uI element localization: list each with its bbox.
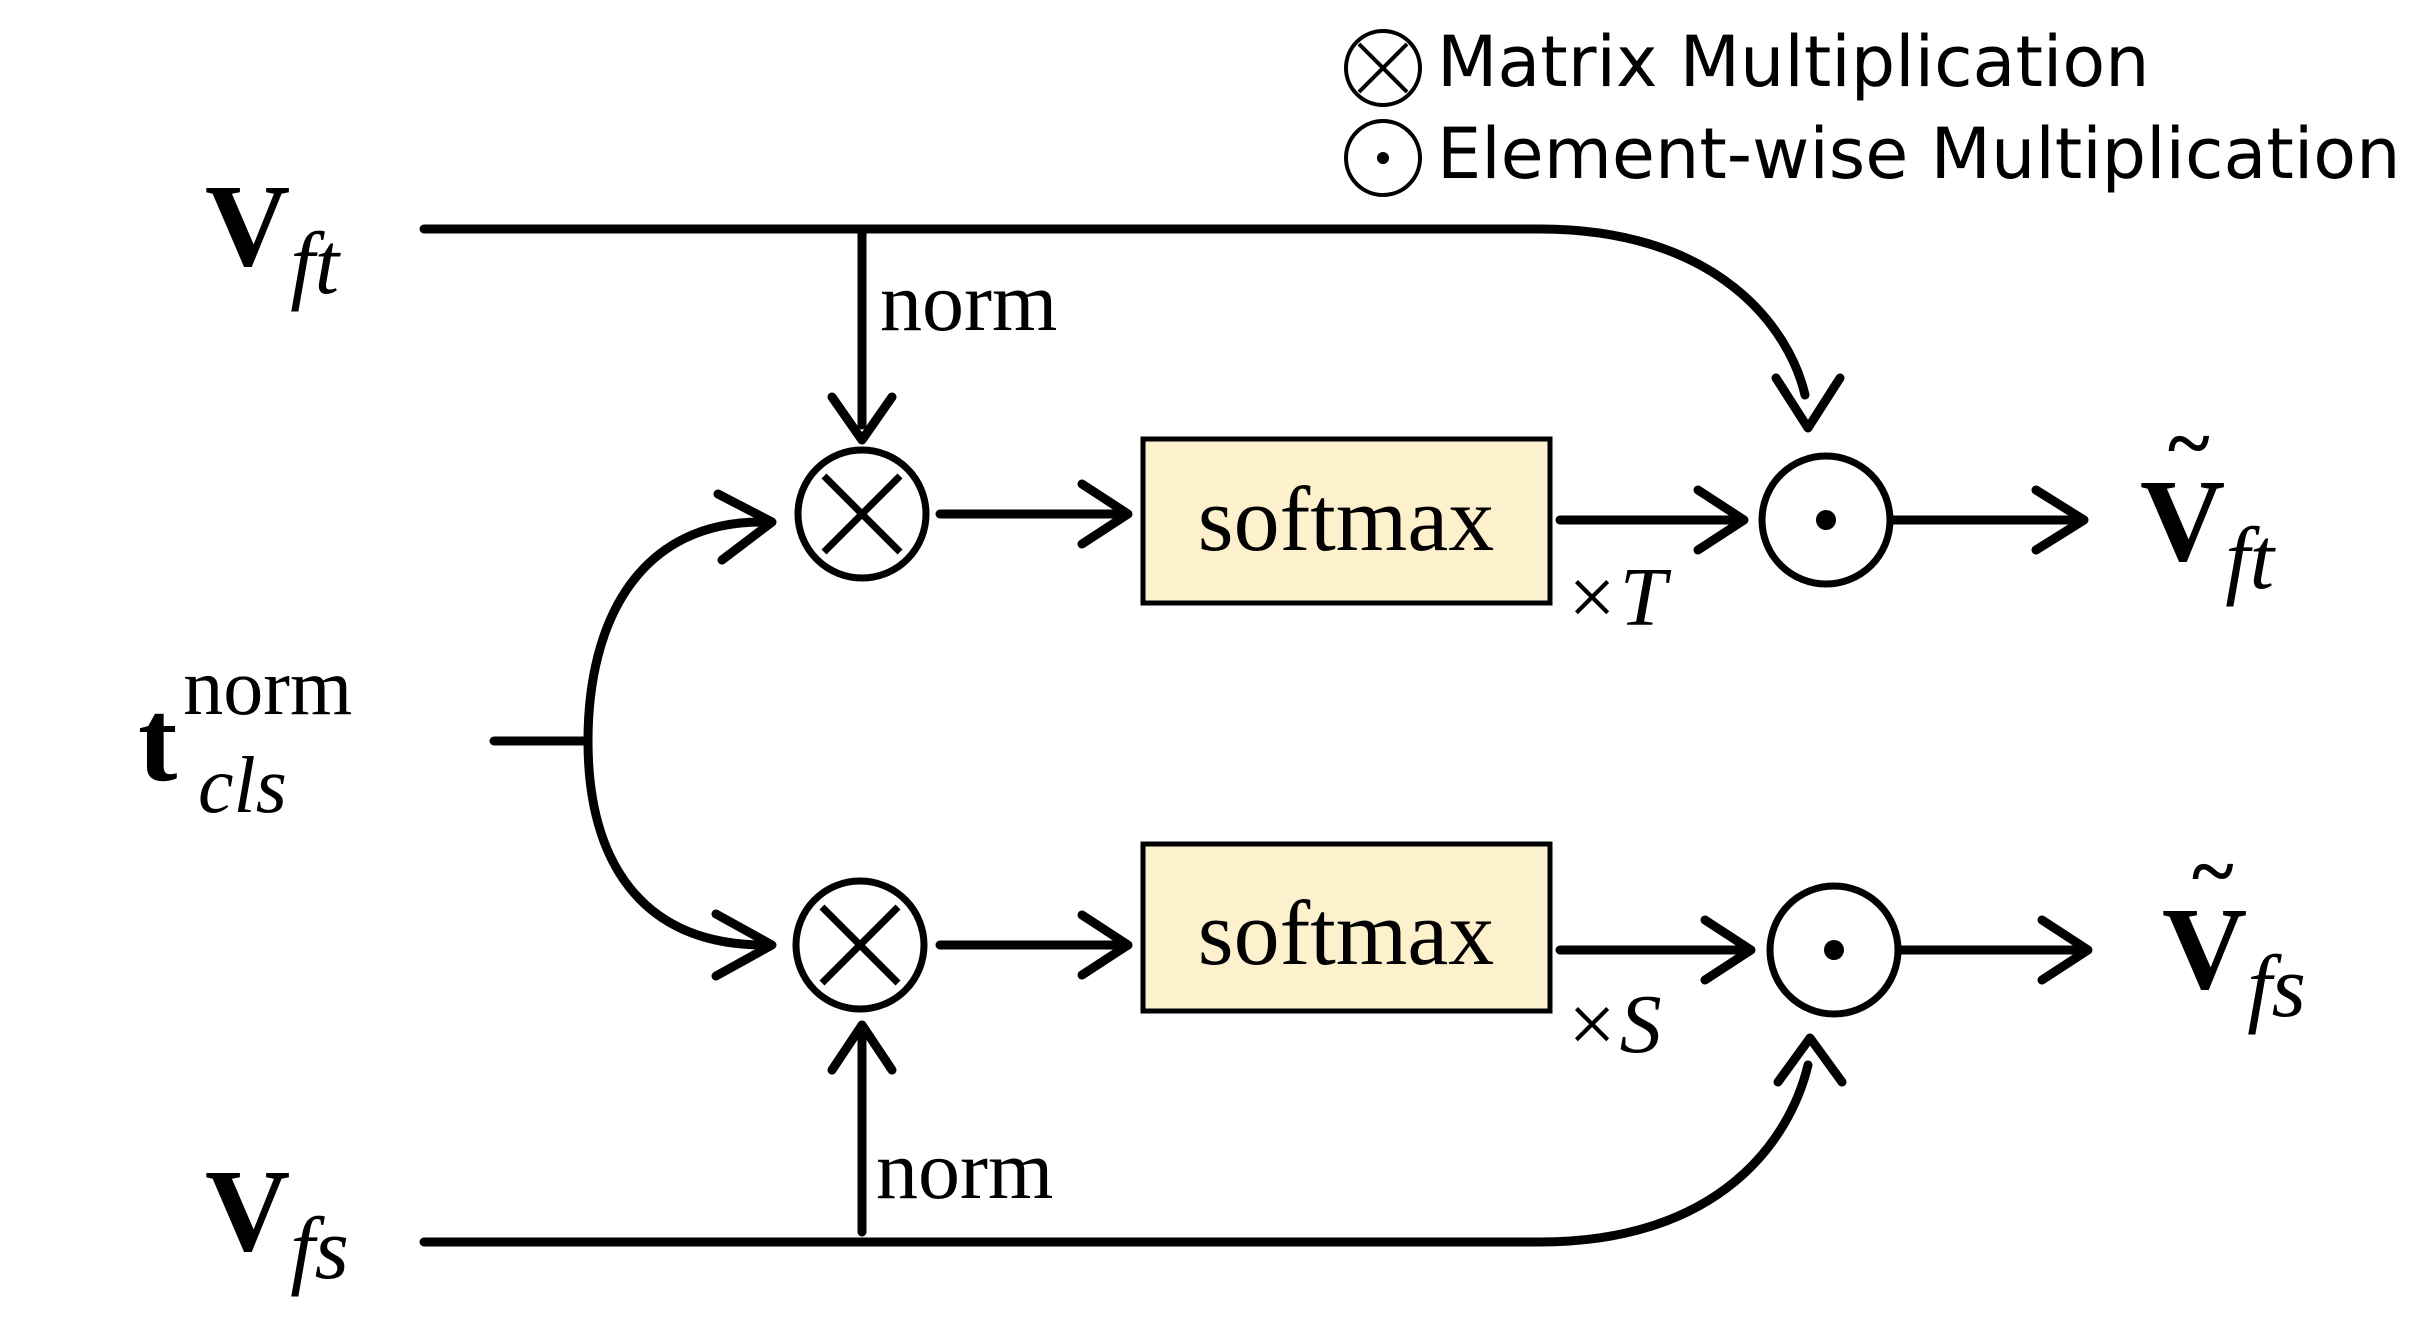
tcls-to-bottom-curve [583, 736, 770, 950]
input-tcls-label: tnorm [138, 644, 352, 806]
tcls-split-edges [489, 489, 777, 981]
softmax-bottom-label: softmax [1198, 882, 1494, 984]
legend-element-wise-multiplication-icon [1344, 119, 1422, 197]
vft-to-dot-top-arrowhead [1771, 373, 1845, 433]
cross-bottom-node [792, 877, 928, 1013]
scale-top-label: ×T [1563, 551, 1672, 644]
dot-bottom-node [1766, 882, 1902, 1018]
tcls-to-top-curve [583, 517, 770, 746]
input-vft-label: Vft [205, 160, 342, 313]
bottom-branch-edges [419, 910, 2093, 1247]
legend-matrix-label: Matrix Multiplication [1437, 21, 2150, 103]
norm-top-arrowhead [827, 392, 897, 445]
vfs-to-dot-bottom-arrowhead [1773, 1033, 1847, 1087]
dot-top-node [1758, 452, 1894, 588]
vfs-main-line [419, 1060, 1813, 1247]
scale-bottom-label: ×S [1563, 978, 1662, 1071]
softmax-top-box: softmax [1140, 436, 1553, 606]
top-branch-edges [419, 224, 2089, 555]
output-vfs-tilde-label: Vfs [2162, 883, 2306, 1036]
softmax-bottom-box: softmax [1140, 841, 1553, 1014]
norm-bottom-label: norm [876, 1124, 1053, 1217]
legend-element-label: Element-wise Multiplication [1437, 113, 2400, 195]
softmax-top-label: softmax [1198, 468, 1494, 570]
legend-matrix-multiplication-icon [1344, 29, 1422, 107]
cross-bottom-in-arrowhead [711, 909, 777, 981]
input-vfs-label: Vfs [205, 1145, 349, 1298]
output-vft-tilde: ~ Vft [2140, 400, 2277, 608]
dot-bottom-in-arrowhead [1700, 915, 1756, 985]
norm-top-label: norm [880, 256, 1057, 349]
output-bottom-arrowhead [2037, 915, 2093, 985]
softmax-bottom-in-arrowhead [1077, 910, 1133, 980]
input-tcls-subscript: cls [198, 742, 287, 830]
norm-bottom-arrowhead [827, 1020, 897, 1075]
cross-top-node [794, 446, 930, 582]
output-vfs-tilde: ~ Vfs [2162, 828, 2306, 1036]
dot-top-in-arrowhead [1693, 485, 1749, 555]
output-vft-tilde-accent: ~ [2168, 400, 2210, 488]
vft-main-line [419, 224, 1810, 400]
softmax-top-in-arrowhead [1077, 479, 1133, 549]
cross-top-in-arrowhead [713, 489, 777, 565]
output-top-arrowhead [2031, 485, 2089, 555]
output-vfs-tilde-accent: ~ [2192, 828, 2234, 916]
output-vft-tilde-label: Vft [2140, 455, 2277, 608]
legend: Matrix Multiplication Element-wise Multi… [1344, 21, 2400, 197]
